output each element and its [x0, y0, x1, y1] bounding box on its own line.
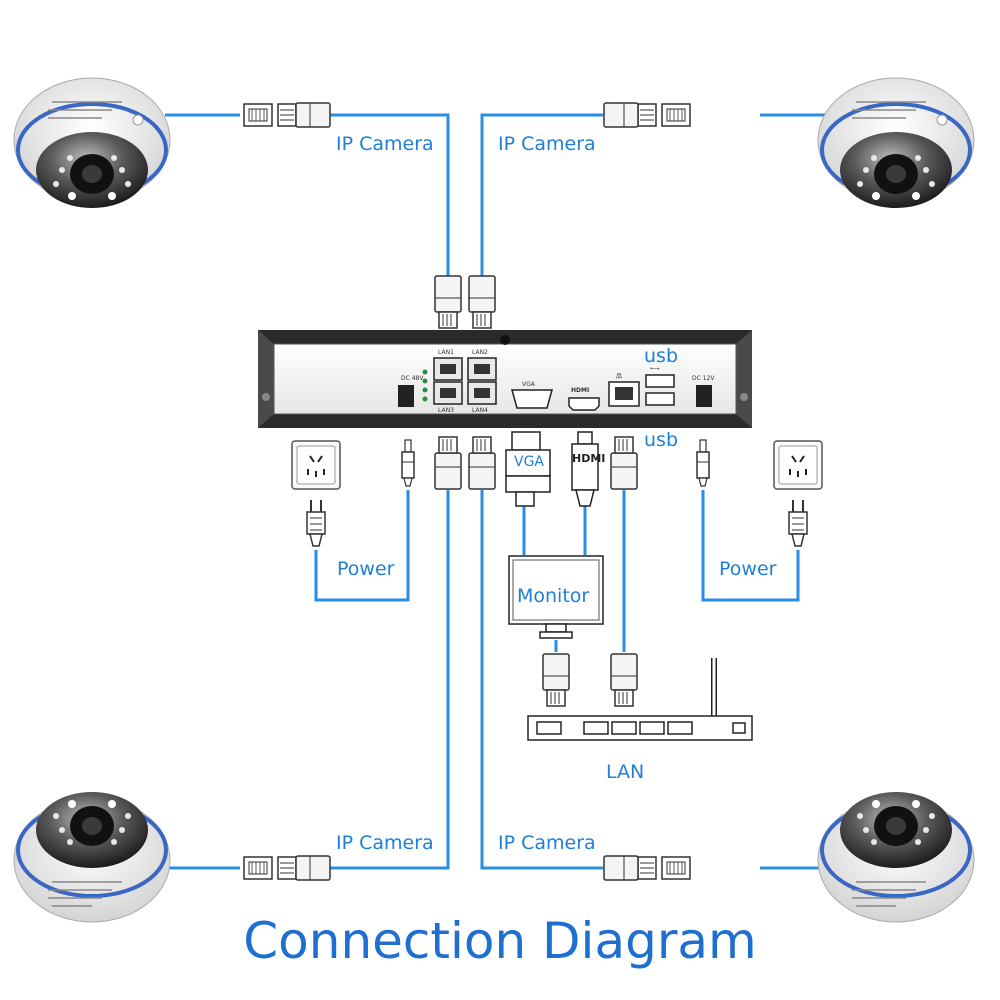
rj45-plug-monitor: [542, 653, 570, 707]
router: [527, 658, 753, 741]
wires: [165, 113, 835, 870]
label-ip-camera-bottom-left: IP Camera: [336, 832, 434, 854]
dc48-label: DC 48V: [401, 375, 424, 382]
rj45-jack-top-right: [661, 103, 691, 127]
dc-plug-left: [401, 439, 415, 487]
rj45-plug-nvr-lan: [610, 436, 638, 490]
wall-socket-right: [773, 440, 823, 490]
lan3-label: LAN3: [438, 407, 454, 414]
label-ip-camera-bottom-right: IP Camera: [498, 832, 596, 854]
hdmi-port-label: HDMI: [571, 387, 589, 394]
rj45-plug-lan1: [434, 275, 462, 329]
rj45-plug-top-right: [603, 102, 657, 128]
lan2-label: LAN2: [472, 349, 488, 356]
hdmi-connector: [571, 431, 599, 507]
network-icon: 品: [616, 373, 622, 380]
ip-camera-top-right: [816, 76, 976, 210]
label-ip-camera-top-left: IP Camera: [336, 133, 434, 155]
rj45-plug-lan4: [468, 436, 496, 490]
dc12-port: [696, 385, 712, 407]
diagram-title: Connection Diagram: [243, 912, 756, 970]
usb-port-2: [645, 392, 675, 406]
rj45-plug-lan2: [468, 275, 496, 329]
wall-socket-left: [291, 440, 341, 490]
rj45-jack-bottom-left: [243, 856, 273, 880]
dc-plug-right: [696, 439, 710, 487]
label-power-right: Power: [719, 558, 777, 580]
rj45-plug-lan3: [434, 436, 462, 490]
rj45-jack-bottom-right: [661, 856, 691, 880]
ac-plug-right: [788, 499, 808, 547]
label-usb-bottom: usb: [644, 429, 678, 451]
label-power-left: Power: [337, 558, 395, 580]
ip-camera-bottom-left: [12, 790, 172, 924]
ip-camera-bottom-right: [816, 790, 976, 924]
rj45-plug-top-left: [277, 102, 331, 128]
wire-camera-top-left-nvr: [330, 113, 450, 282]
wire-camera-bottom-right-nvr: [480, 490, 603, 870]
rj45-plug-router: [610, 653, 638, 707]
dc48-port: [398, 385, 414, 407]
wire-power-right: [701, 490, 800, 602]
ip-camera-top-left: [12, 76, 172, 210]
usb-port-1: [645, 374, 675, 388]
wire-camera-top-right-nvr: [480, 113, 603, 282]
label-monitor: Monitor: [517, 585, 589, 607]
monitor: [508, 555, 604, 639]
label-ip-camera-top-right: IP Camera: [498, 133, 596, 155]
usb-symbol-icon: ⭠⭢: [650, 365, 660, 372]
ac-plug-left: [306, 499, 326, 547]
label-usb-top: usb: [644, 345, 678, 367]
label-hdmi: HDMI: [572, 452, 605, 465]
vga-port: [511, 389, 553, 409]
vga-connector: [505, 431, 551, 507]
wire-power-left: [314, 490, 410, 602]
lan4-label: LAN4: [472, 407, 488, 414]
label-vga: VGA: [514, 454, 544, 470]
label-lan: LAN: [606, 761, 644, 783]
rj45-plug-bottom-left: [277, 855, 331, 881]
vga-port-label: VGA: [522, 381, 536, 388]
dc12-label: DC 12V: [692, 375, 715, 382]
hdmi-port: [568, 397, 600, 411]
nvr-recorder: DC 48V LAN1 LAN2 LAN3 LAN4 VGA HDMI 品 ⭠⭢…: [258, 330, 752, 428]
lan1-label: LAN1: [438, 349, 454, 356]
rj45-jack-top-left: [243, 103, 273, 127]
rj45-plug-bottom-right: [603, 855, 657, 881]
wire-camera-bottom-left-nvr: [330, 490, 450, 870]
